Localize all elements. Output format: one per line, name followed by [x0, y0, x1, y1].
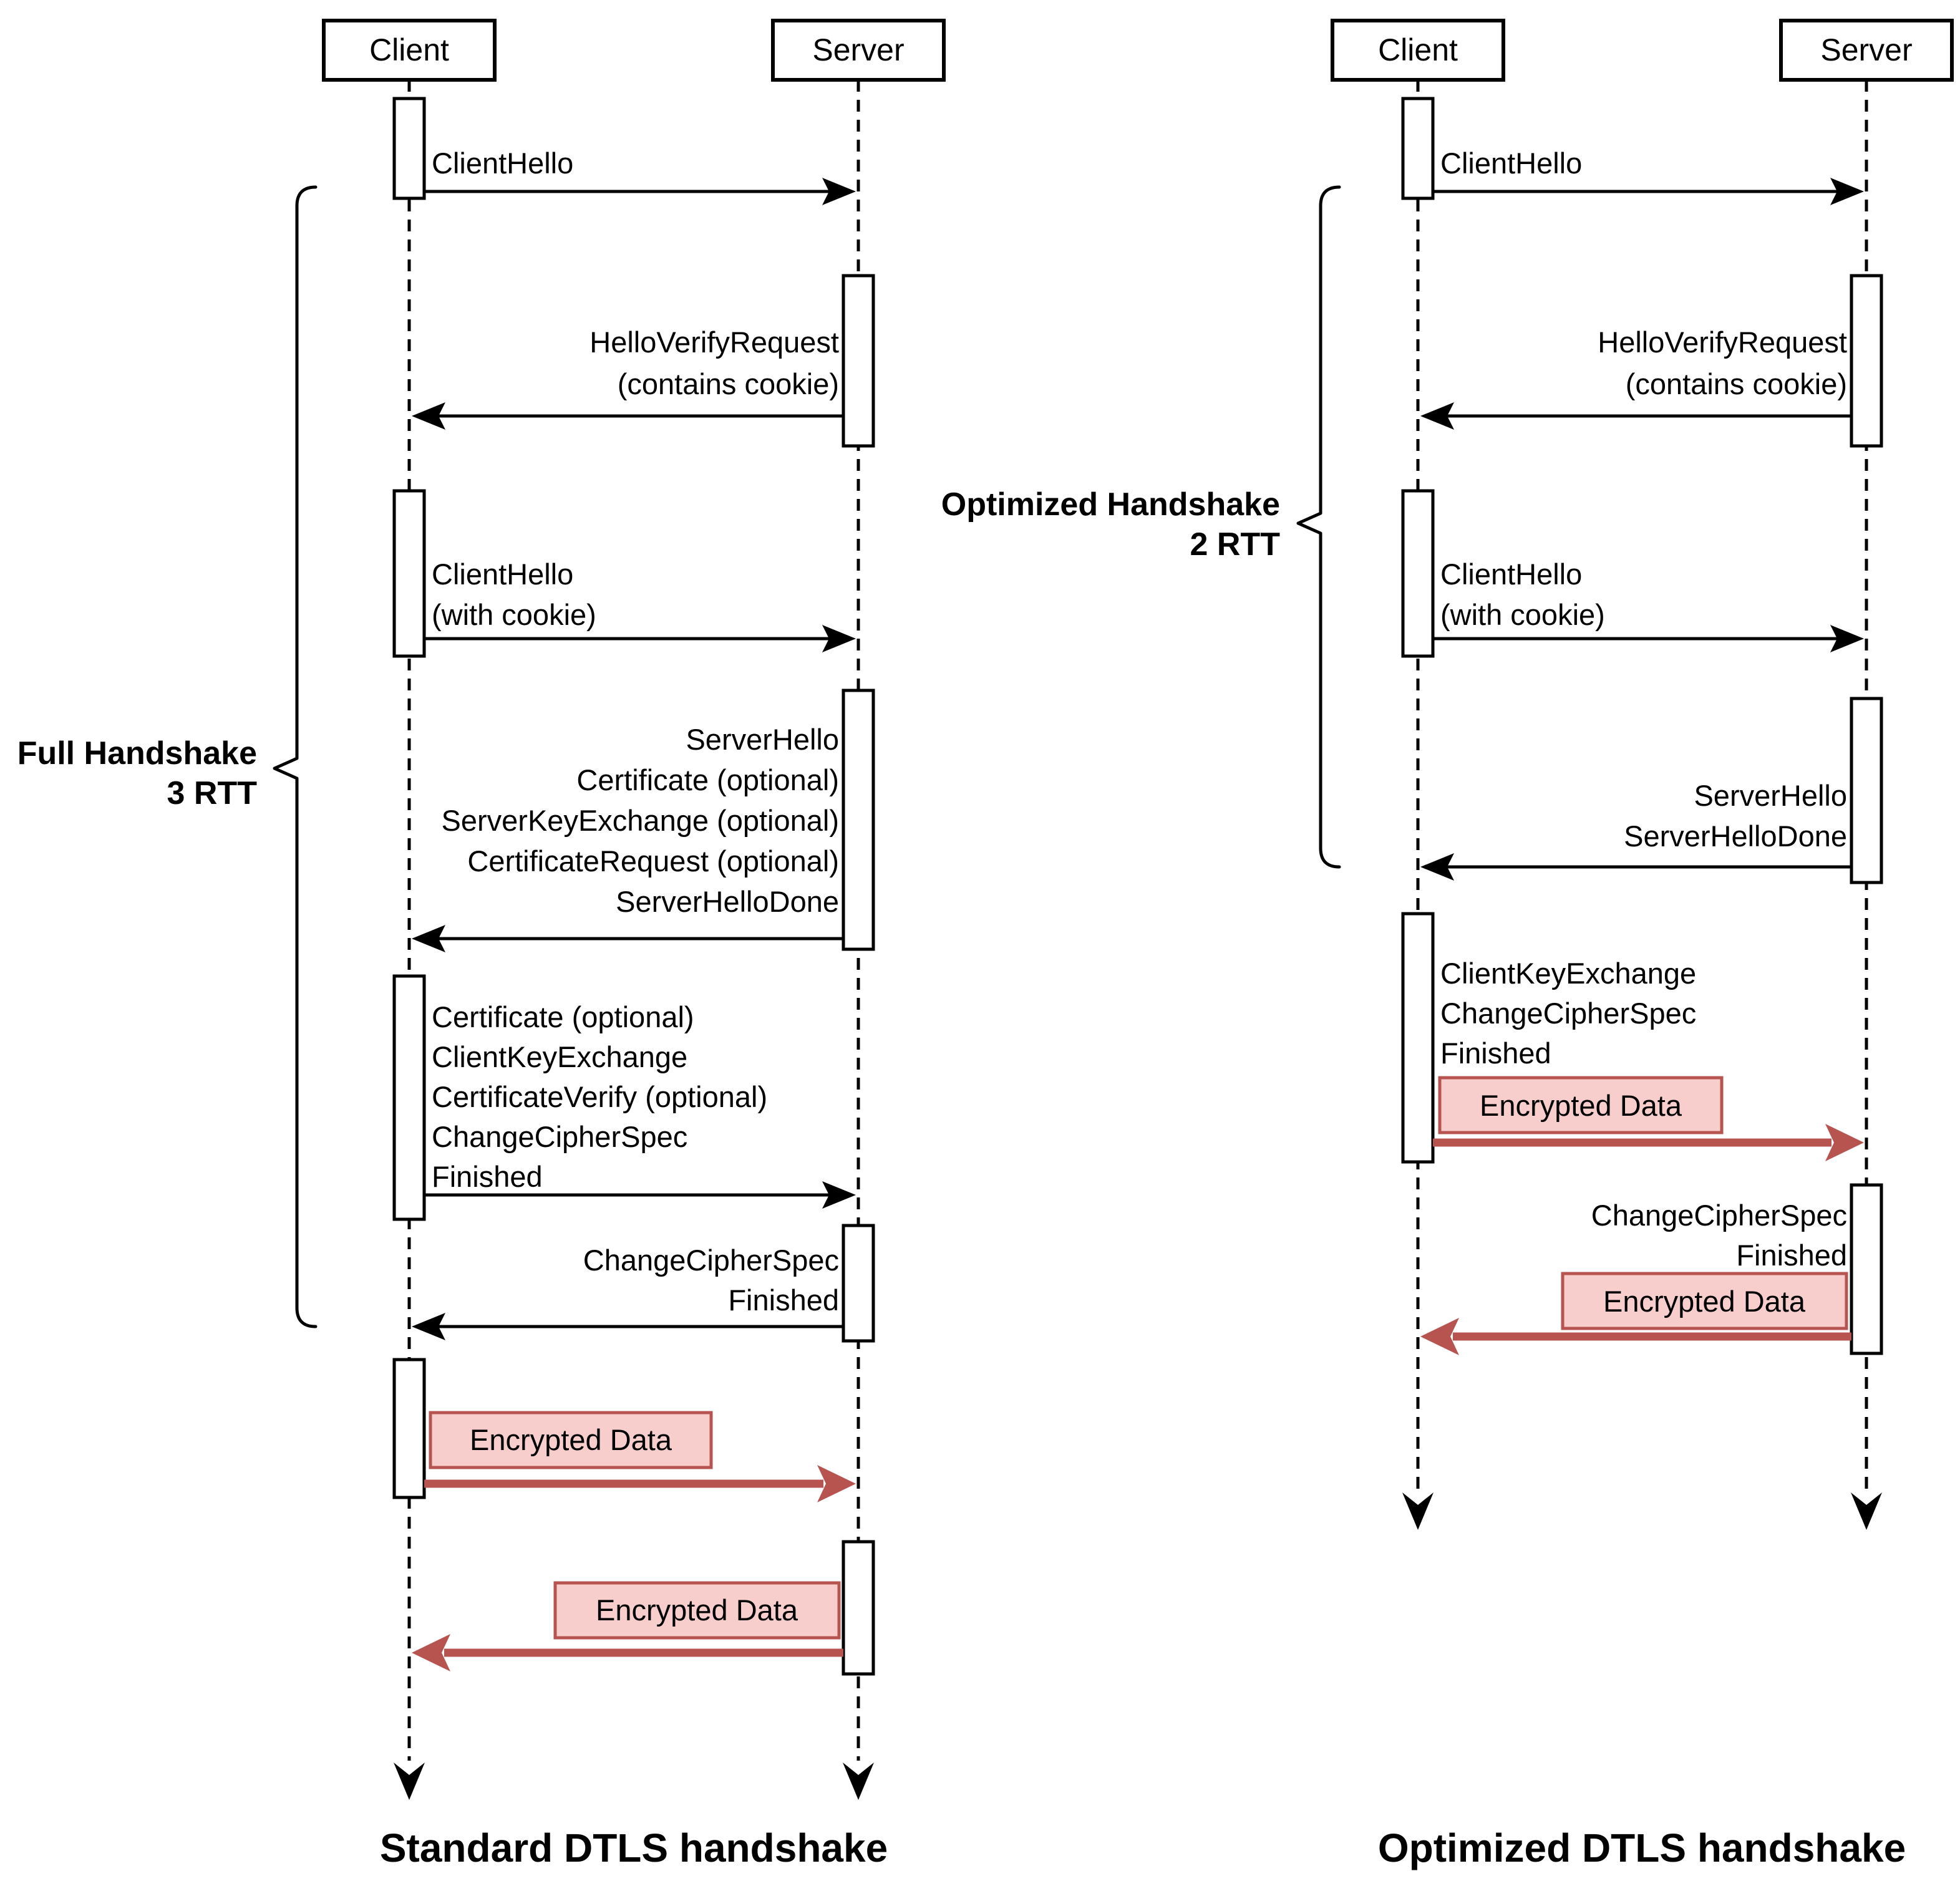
left-activation-client-hello [392, 97, 426, 200]
left-msg-serverflight-line2: Certificate (optional) [576, 763, 839, 796]
right-activation-server-finish [1850, 1183, 1883, 1355]
right-activation-server-flight [1850, 697, 1883, 884]
left-arrow-clientflight-head-icon [822, 1181, 856, 1209]
right-bracket-label-line1: Optimized Handshake [941, 486, 1280, 523]
left-bracket-label-line2: 3 RTT [167, 775, 258, 811]
right-client-actor-label: Client [1378, 32, 1458, 67]
left-msg-helloverify-note: (contains cookie) [618, 367, 839, 400]
left-bracket-label-line1: Full Handshake [17, 735, 257, 771]
left-client-actor-label: Client [369, 32, 449, 67]
left-server-actor-label: Server [812, 32, 904, 67]
left-msg-serverflight-line1: ServerHello [686, 723, 839, 756]
right-msg-clienthello2-label: ClientHello [1440, 558, 1582, 591]
right-red-arrow-s2c-head-icon [1420, 1318, 1459, 1355]
left-arrow-helloverify-head-icon [412, 402, 445, 430]
right-msg-clientflight-line3: Finished [1440, 1037, 1551, 1070]
right-client-actor-box [1331, 19, 1505, 82]
right-bracket [1296, 185, 1341, 869]
left-msg-clienthello2-note: (with cookie) [432, 598, 596, 631]
right-red-arrow-c2s-head-icon [1825, 1124, 1864, 1161]
right-encrypted-data-label-c2s: Encrypted Data [1480, 1089, 1682, 1122]
left-msg-serverflight-line3: ServerKeyExchange (optional) [442, 804, 839, 837]
left-msg-serverflight-line4: CertificateRequest (optional) [467, 844, 839, 878]
left-activation-hello-verify [842, 274, 875, 448]
left-encrypted-data-box-c2s [429, 1411, 713, 1469]
left-encrypted-data-label-s2c: Encrypted Data [596, 1593, 798, 1627]
right-arrow-clienthello2-head-icon [1830, 625, 1864, 652]
left-msg-serverfinish-line2: Finished [728, 1284, 839, 1317]
right-encrypted-data-box-s2c [1561, 1272, 1848, 1330]
right-encrypted-data-box-c2s [1438, 1076, 1724, 1134]
left-arrow-serverflight-head-icon [412, 925, 445, 952]
right-caption: Optimized DTLS handshake [1378, 1825, 1906, 1870]
right-encrypted-data-label-s2c: Encrypted Data [1603, 1285, 1806, 1318]
left-red-arrow-s2c-head-icon [412, 1634, 450, 1671]
right-activation-hello-verify [1850, 274, 1883, 448]
left-encrypted-data-box-s2c [553, 1581, 841, 1640]
left-msg-helloverify-label: HelloVerifyRequest [589, 326, 839, 359]
left-msg-clienthello2-label: ClientHello [432, 558, 573, 591]
left-msg-clientflight-line2: ClientKeyExchange [432, 1040, 687, 1073]
left-msg-clientflight-line5: Finished [432, 1160, 543, 1193]
left-encrypted-data-label-c2s: Encrypted Data [470, 1423, 672, 1456]
left-msg-clienthello-label: ClientHello [432, 147, 573, 180]
right-arrow-clienthello-head-icon [1830, 178, 1864, 205]
left-caption: Standard DTLS handshake [380, 1825, 888, 1870]
left-arrow-clienthello-head-icon [822, 178, 856, 205]
right-msg-clientflight-line1: ClientKeyExchange [1440, 957, 1696, 990]
right-msg-serverflight-line2: ServerHelloDone [1624, 820, 1847, 853]
right-server-actor-box [1779, 19, 1954, 82]
left-activation-encrypted-c2s [392, 1358, 426, 1499]
left-arrow-clienthello2-head-icon [822, 625, 856, 652]
right-msg-serverfinish-line1: ChangeCipherSpec [1591, 1199, 1847, 1232]
right-msg-helloverify-label: HelloVerifyRequest [1598, 326, 1847, 359]
right-msg-clienthello-label: ClientHello [1440, 147, 1582, 180]
left-red-arrow-c2s-head-icon [817, 1465, 856, 1502]
left-client-lifeline-end-arrow-icon [394, 1763, 425, 1800]
right-msg-helloverify-note: (contains cookie) [1626, 367, 1847, 400]
left-msg-serverfinish-line1: ChangeCipherSpec [583, 1244, 839, 1277]
left-client-actor-box [322, 19, 497, 82]
left-activation-encrypted-s2c [842, 1540, 875, 1676]
right-client-lifeline-end-arrow-icon [1402, 1492, 1434, 1530]
left-msg-clientflight-line3: CertificateVerify (optional) [432, 1080, 767, 1113]
right-bracket-label-line2: 2 RTT [1190, 526, 1281, 563]
right-arrow-serverflight-head-icon [1420, 853, 1454, 881]
left-activation-server-finish [842, 1224, 875, 1343]
left-diagram: Client Server ClientHello HelloVerifyReq… [17, 19, 946, 1870]
right-msg-serverflight-line1: ServerHello [1694, 779, 1847, 812]
left-msg-clientflight-line4: ChangeCipherSpec [432, 1120, 687, 1153]
left-server-actor-box [771, 19, 946, 82]
left-bracket [273, 185, 318, 1328]
left-activation-client-hello-cookie [392, 489, 426, 658]
right-activation-client-hello [1401, 97, 1435, 200]
left-msg-serverflight-line5: ServerHelloDone [616, 885, 839, 918]
right-activation-client-flight [1401, 912, 1435, 1164]
right-msg-serverfinish-line2: Finished [1736, 1239, 1847, 1272]
right-msg-clientflight-line2: ChangeCipherSpec [1440, 997, 1696, 1030]
left-server-lifeline-end-arrow-icon [843, 1763, 874, 1800]
right-diagram: Client Server ClientHello HelloVerifyReq… [941, 19, 1954, 1870]
left-activation-server-flight [842, 689, 875, 951]
right-msg-clienthello2-note: (with cookie) [1440, 598, 1605, 631]
right-server-lifeline-end-arrow-icon [1851, 1492, 1882, 1530]
right-arrow-helloverify-head-icon [1420, 402, 1454, 430]
right-server-actor-label: Server [1820, 32, 1912, 67]
left-arrow-serverfinish-head-icon [412, 1313, 445, 1340]
left-msg-clientflight-line1: Certificate (optional) [432, 1000, 694, 1033]
left-activation-client-flight [392, 974, 426, 1221]
right-activation-client-hello-cookie [1401, 489, 1435, 658]
